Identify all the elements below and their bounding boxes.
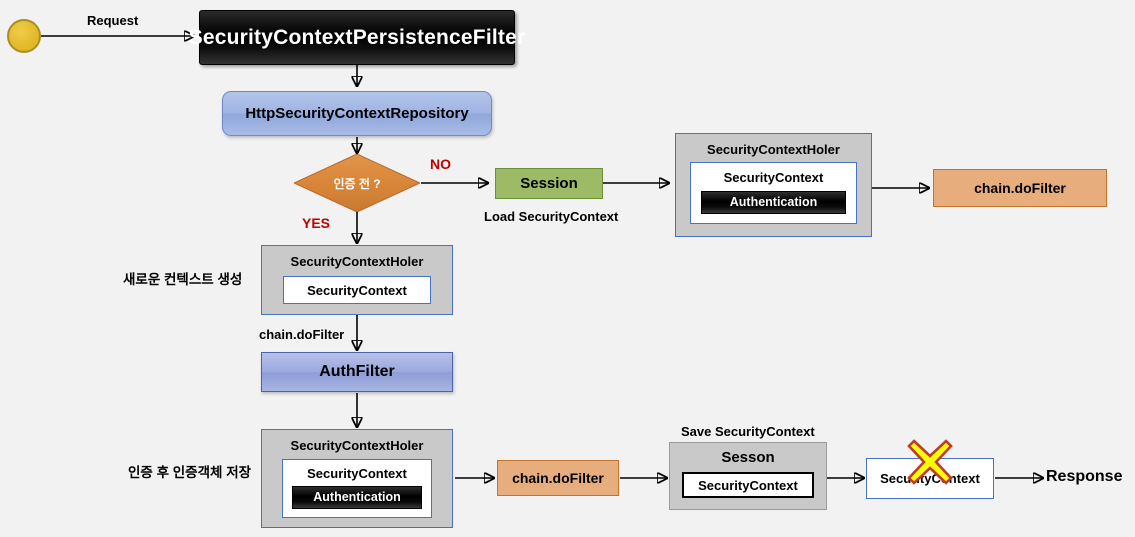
node-auth-filter[interactable]: AuthFilter bbox=[261, 352, 453, 392]
node-chain-dofilter-bottom[interactable]: chain.doFilter bbox=[497, 460, 619, 496]
node-chain-dofilter-top[interactable]: chain.doFilter bbox=[933, 169, 1107, 207]
node-security-context[interactable]: SecurityContext Authentication bbox=[690, 162, 857, 224]
holder-title: SecurityContextHoler bbox=[290, 254, 424, 269]
node-label: AuthFilter bbox=[319, 363, 395, 380]
start-node bbox=[7, 19, 41, 53]
edge-label-no: NO bbox=[430, 156, 451, 172]
node-security-context[interactable]: SecurityContext bbox=[283, 276, 431, 304]
node-label: SecurityContext bbox=[880, 471, 980, 486]
node-security-context-persistence-filter[interactable]: SecurityContextPersistenceFilter bbox=[189, 10, 525, 65]
security-context-label: SecurityContext bbox=[723, 170, 824, 185]
node-label: HttpSecurityContextRepository bbox=[245, 105, 469, 122]
node-security-context[interactable]: SecurityContext Authentication bbox=[282, 459, 432, 518]
edge-label-chain-dofilter: chain.doFilter bbox=[259, 327, 345, 342]
response-label: Response bbox=[1046, 468, 1123, 485]
node-security-context[interactable]: SecurityContext bbox=[682, 472, 814, 498]
holder-title: SecurityContextHoler bbox=[707, 142, 840, 157]
node-label: Session bbox=[520, 175, 578, 192]
request-label: Request bbox=[87, 13, 139, 28]
node-label: chain.doFilter bbox=[512, 470, 604, 486]
security-context-label: SecurityContext bbox=[698, 477, 798, 493]
security-context-label: SecurityContext bbox=[307, 282, 407, 298]
caption-store-authentication: 인증 후 인증객체 저장 bbox=[128, 465, 252, 480]
caption-save-security-context: Save SecurityContext bbox=[681, 424, 815, 439]
authentication-label: Authentication bbox=[313, 490, 401, 505]
node-security-context-cleared[interactable]: SecurityContext bbox=[866, 458, 994, 499]
node-label: SecurityContextPersistenceFilter bbox=[188, 26, 526, 49]
node-authentication[interactable]: Authentication bbox=[292, 486, 422, 509]
caption-load-security-context: Load SecurityContext bbox=[484, 209, 619, 224]
node-session-bottom[interactable]: Sesson SecurityContext bbox=[669, 442, 827, 510]
authentication-label: Authentication bbox=[729, 195, 818, 210]
node-security-context-holder-bottom[interactable]: SecurityContextHoler SecurityContext Aut… bbox=[261, 429, 453, 528]
holder-title: SecurityContextHoler bbox=[290, 438, 424, 453]
node-http-security-context-repository[interactable]: HttpSecurityContextRepository bbox=[222, 91, 492, 136]
node-session-top[interactable]: Session bbox=[495, 168, 603, 199]
caption-new-context-created: 새로운 컨텍스트 생성 bbox=[123, 272, 243, 287]
node-security-context-holder-middle[interactable]: SecurityContextHoler SecurityContext bbox=[261, 245, 453, 315]
node-authentication[interactable]: Authentication bbox=[701, 191, 846, 214]
node-label: chain.doFilter bbox=[974, 180, 1066, 196]
security-context-label: SecurityContext bbox=[307, 466, 407, 481]
node-security-context-holder-top[interactable]: SecurityContextHoler SecurityContext Aut… bbox=[675, 133, 872, 237]
edge-label-yes: YES bbox=[302, 215, 331, 231]
decision-node-authenticated[interactable]: 인증 전 ? bbox=[294, 154, 420, 212]
session-title: Sesson bbox=[721, 449, 775, 466]
